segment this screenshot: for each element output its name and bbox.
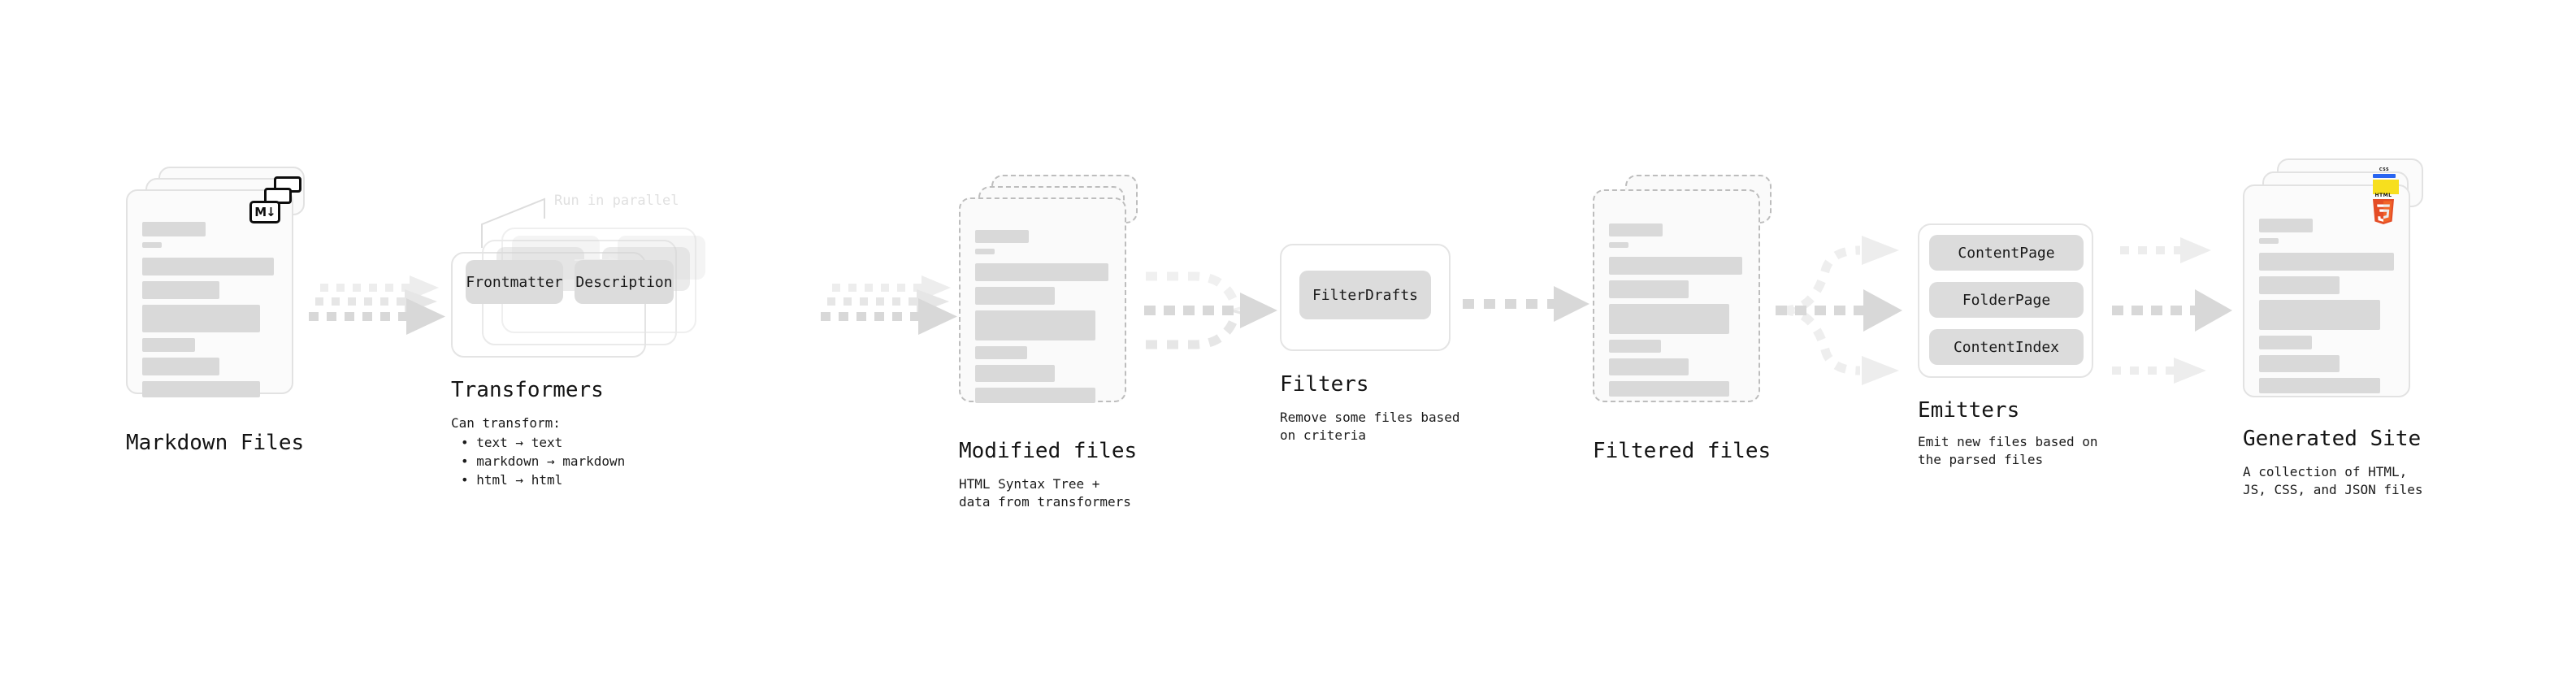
content-line bbox=[2259, 219, 2313, 232]
transformers-description: Can transform: bbox=[451, 415, 561, 431]
connector-filtered-to-emitters bbox=[1776, 236, 1902, 385]
content-line bbox=[142, 258, 274, 275]
connector-modified-to-filters bbox=[1144, 271, 1277, 349]
content-line bbox=[142, 381, 260, 397]
html5-icon-shield bbox=[2373, 199, 2394, 224]
content-line bbox=[142, 305, 260, 332]
content-line bbox=[142, 242, 162, 248]
stage-title-filters: Filters bbox=[1280, 372, 1369, 397]
stage-filtered-files: Filtered files bbox=[1593, 175, 1772, 463]
content-line bbox=[2259, 336, 2312, 349]
filtered-file-stack bbox=[1593, 175, 1772, 410]
file-content-lines bbox=[1609, 223, 1742, 402]
transformers-bullet-3: • html → html bbox=[461, 472, 563, 488]
stage-modified-files: Modified files HTML Syntax Tree + data f… bbox=[959, 175, 1138, 510]
js-icon bbox=[2373, 180, 2399, 194]
emitters-description: Emit new files based on the parsed files bbox=[1918, 434, 2098, 467]
content-line bbox=[975, 388, 1095, 403]
connector-markdown-to-transformers bbox=[309, 275, 445, 335]
content-line bbox=[1609, 242, 1628, 248]
filters-description: Remove some files based on criteria bbox=[1280, 410, 1460, 443]
content-line bbox=[2259, 238, 2279, 244]
content-line bbox=[975, 365, 1055, 382]
transformers-group-front bbox=[451, 252, 646, 358]
html5-icon-label: HTML bbox=[2374, 193, 2392, 198]
content-line bbox=[2259, 355, 2340, 372]
stage-title-transformers: Transformers bbox=[451, 378, 604, 402]
transformer-node-frontmatter[interactable]: Frontmatter bbox=[466, 260, 563, 304]
filter-node-filterdrafts[interactable]: FilterDrafts bbox=[1299, 271, 1431, 319]
content-line bbox=[1609, 381, 1729, 397]
emitter-node-contentindex[interactable]: ContentIndex bbox=[1929, 329, 2084, 365]
markdown-file-stack: M↓ bbox=[126, 167, 305, 403]
content-line bbox=[975, 346, 1027, 359]
content-line bbox=[1609, 358, 1689, 375]
content-line bbox=[1609, 280, 1689, 298]
transformers-bullet-2: • markdown → markdown bbox=[461, 453, 626, 469]
markdown-icon: M↓ bbox=[249, 201, 280, 223]
content-line bbox=[2259, 300, 2380, 330]
html5-icon: HTML bbox=[2371, 193, 2396, 224]
filters-group bbox=[1280, 244, 1451, 351]
content-line bbox=[975, 263, 1108, 281]
stage-title-modified-files: Modified files bbox=[959, 439, 1138, 463]
content-line bbox=[2259, 276, 2340, 294]
modified-file-stack bbox=[959, 175, 1138, 410]
file-content-lines bbox=[975, 230, 1108, 409]
connector-filters-to-filtered bbox=[1463, 286, 1589, 322]
file-content-lines bbox=[142, 222, 274, 403]
content-line bbox=[975, 249, 995, 254]
transformer-node-description[interactable]: Description bbox=[575, 260, 674, 304]
content-line bbox=[1609, 257, 1742, 275]
content-line bbox=[975, 310, 1095, 340]
stage-title-generated-site: Generated Site bbox=[2243, 427, 2422, 451]
modified-files-description: HTML Syntax Tree + data from transformer… bbox=[959, 476, 1131, 510]
content-line bbox=[142, 358, 219, 375]
emitter-node-folderpage[interactable]: FolderPage bbox=[1929, 282, 2084, 318]
run-in-parallel-label: Run in parallel bbox=[554, 193, 679, 209]
content-line bbox=[1609, 304, 1729, 334]
content-line bbox=[142, 222, 206, 236]
content-line bbox=[975, 230, 1029, 243]
file-content-lines bbox=[2259, 219, 2394, 399]
content-line bbox=[142, 281, 219, 299]
content-line bbox=[2259, 253, 2394, 271]
stage-title-markdown-files: Markdown Files bbox=[126, 431, 305, 455]
generated-file-stack: CSS HTML bbox=[2243, 158, 2423, 402]
content-line bbox=[2259, 378, 2380, 393]
stage-markdown-files: M↓ Markdown Files bbox=[126, 167, 305, 455]
content-line bbox=[1609, 340, 1661, 353]
emitters-group bbox=[1918, 223, 2093, 378]
emitter-node-contentpage[interactable]: ContentPage bbox=[1929, 235, 2084, 271]
css3-icon-label: CSS bbox=[2379, 167, 2390, 172]
content-line bbox=[142, 338, 195, 352]
connector-emitters-to-site bbox=[2112, 237, 2232, 384]
stage-title-filtered-files: Filtered files bbox=[1593, 439, 1772, 463]
run-in-parallel-bracket bbox=[481, 197, 545, 248]
css3-icon bbox=[2373, 174, 2396, 178]
generated-site-description: A collection of HTML, JS, CSS, and JSON … bbox=[2243, 464, 2423, 497]
connector-transformers-to-modified bbox=[821, 275, 957, 335]
stage-generated-site: CSS HTML bbox=[2243, 158, 2423, 497]
stage-title-emitters: Emitters bbox=[1918, 398, 2020, 423]
transformers-bullet-1: • text → text bbox=[461, 435, 563, 450]
content-line bbox=[1609, 223, 1663, 236]
content-line bbox=[975, 287, 1055, 305]
